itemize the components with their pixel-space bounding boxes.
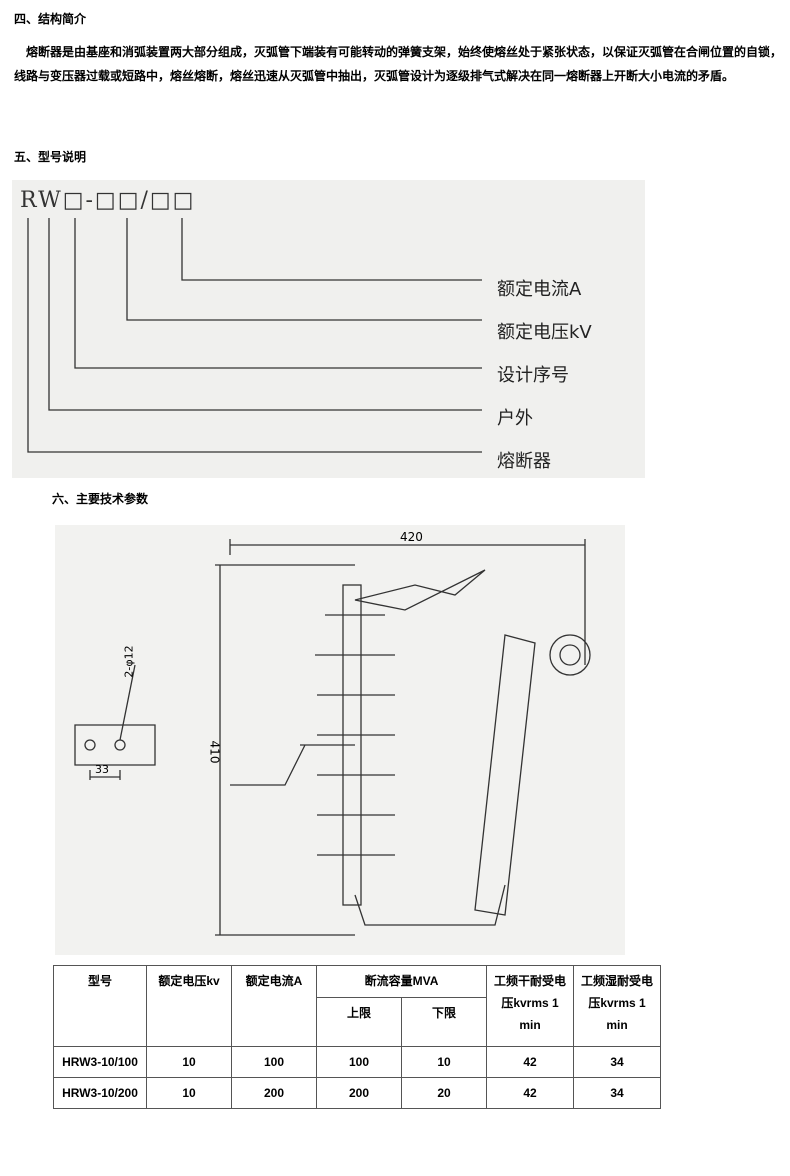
fuse-drawing: 420 410 2-φ12 33 — [55, 525, 625, 955]
cell: 200 — [316, 1077, 402, 1109]
fuse-outline-drawing — [74, 539, 591, 936]
th-capacity: 断流容量MVA — [316, 965, 487, 998]
cell: 100 — [316, 1046, 402, 1078]
th-model: 型号 — [53, 965, 147, 1047]
cell: 10 — [146, 1077, 232, 1109]
label-fuse: 熔断器 — [497, 451, 551, 472]
cell: 200 — [231, 1077, 317, 1109]
label-design-number: 设计序号 — [497, 365, 569, 386]
cell: HRW3-10/100 — [53, 1046, 147, 1078]
cell: 100 — [231, 1046, 317, 1078]
th-upper: 上限 — [316, 997, 402, 1047]
section-5-title: 五、型号说明 — [14, 150, 87, 164]
label-rated-current: 额定电流A — [497, 279, 582, 300]
cell: 20 — [401, 1077, 487, 1109]
cell: 10 — [146, 1046, 232, 1078]
th-lower: 下限 — [401, 997, 487, 1047]
dim-spacing: 33 — [95, 763, 109, 776]
cell: HRW3-10/200 — [53, 1077, 147, 1109]
label-rated-voltage: 额定电压kV — [497, 322, 592, 343]
th-dry: 工频干耐受电压kvrms 1 min — [486, 965, 574, 1047]
cell: 34 — [573, 1077, 661, 1109]
cell: 34 — [573, 1046, 661, 1078]
section-6-title: 六、主要技术参数 — [52, 492, 149, 506]
dim-height: 410 — [207, 740, 222, 764]
model-code: RW□-□□/□□ — [20, 188, 196, 213]
cell: 42 — [486, 1046, 574, 1078]
label-outdoor: 户外 — [497, 408, 533, 429]
model-code-leader-lines — [27, 218, 482, 453]
th-voltage: 额定电压kv — [146, 965, 232, 1047]
section-4-body: 熔断器是由基座和消弧装置两大部分组成，灭弧管下端装有可能转动的弹簧支架，始终使熔… — [14, 45, 783, 83]
th-current: 额定电流A — [231, 965, 317, 1047]
cell: 10 — [401, 1046, 487, 1078]
section-4-title: 四、结构简介 — [14, 12, 87, 26]
dim-holes: 2-φ12 — [122, 645, 136, 678]
th-wet: 工频湿耐受电压kvrms 1 min — [573, 965, 661, 1047]
tech-params-table: 型号 额定电压kv 额定电流A 断流容量MVA 工频干耐受电压kvrms 1 m… — [53, 965, 661, 1109]
model-diagram: RW□-□□/□□ 额定电流A 额定电压kV 设计序号 户外 熔断器 — [12, 180, 645, 478]
cell: 42 — [486, 1077, 574, 1109]
dim-width: 420 — [400, 530, 423, 544]
